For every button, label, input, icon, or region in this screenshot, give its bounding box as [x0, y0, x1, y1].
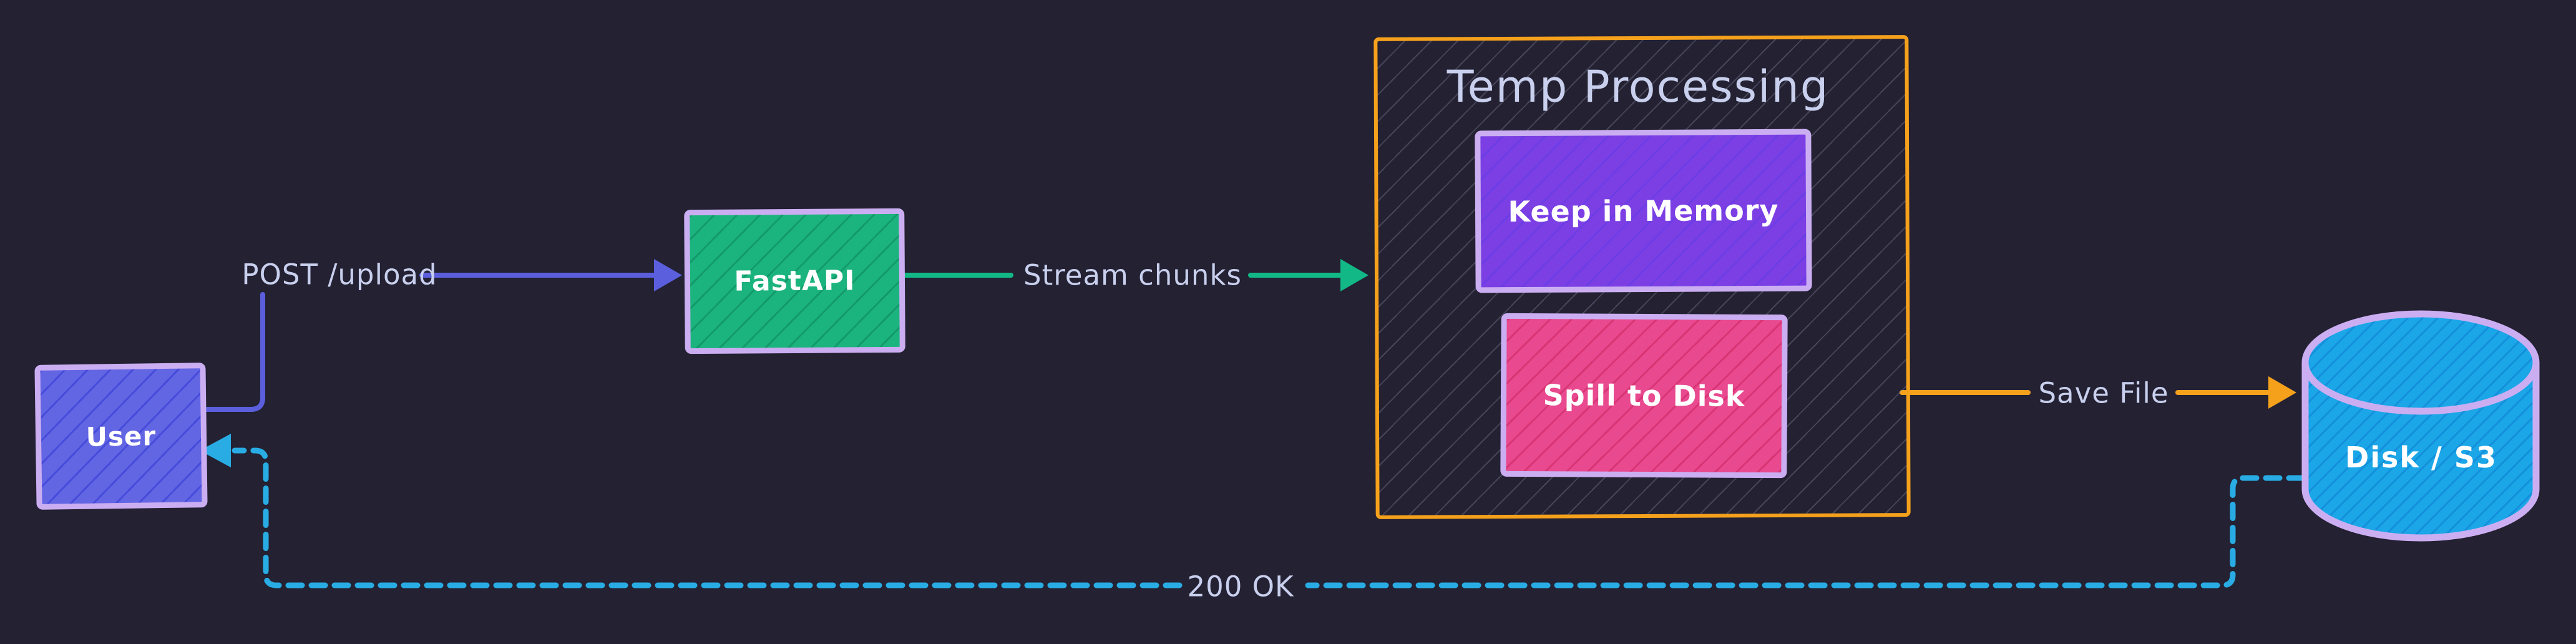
user-label: User	[85, 420, 157, 452]
edge-label-post-upload: POST /upload	[242, 258, 437, 291]
edge-label-stream-chunks: Stream chunks	[1023, 258, 1242, 292]
node-keep-in-memory: Keep in Memory	[1475, 129, 1812, 293]
disk-s3-label: Disk / S3	[2345, 441, 2497, 474]
edge-stream-chunks	[891, 259, 1368, 291]
edge-response-200	[200, 434, 2306, 588]
keep-in-memory-label: Keep in Memory	[1508, 193, 1779, 229]
spill-to-disk-label: Spill to Disk	[1543, 378, 1745, 413]
node-disk-s3	[2301, 310, 2540, 542]
edge-label-save-file: Save File	[2038, 376, 2169, 410]
edge-save-file	[1900, 376, 2296, 409]
arrowhead-stream-chunks-icon	[1340, 259, 1368, 291]
arrowhead-post-upload-icon	[654, 259, 682, 291]
cylinder-top	[2301, 310, 2540, 415]
edge-label-response-200: 200 OK	[1187, 570, 1294, 603]
arrowhead-response-icon	[200, 434, 231, 467]
edge-post-upload	[193, 259, 682, 412]
node-spill-to-disk: Spill to Disk	[1500, 313, 1788, 479]
fastapi-label: FastAPI	[734, 265, 856, 298]
node-fastapi: FastAPI	[684, 208, 905, 354]
node-user: User	[34, 363, 208, 510]
temp-processing-title: Temp Processing	[1447, 61, 1830, 112]
arrowhead-save-file-icon	[2268, 376, 2296, 409]
